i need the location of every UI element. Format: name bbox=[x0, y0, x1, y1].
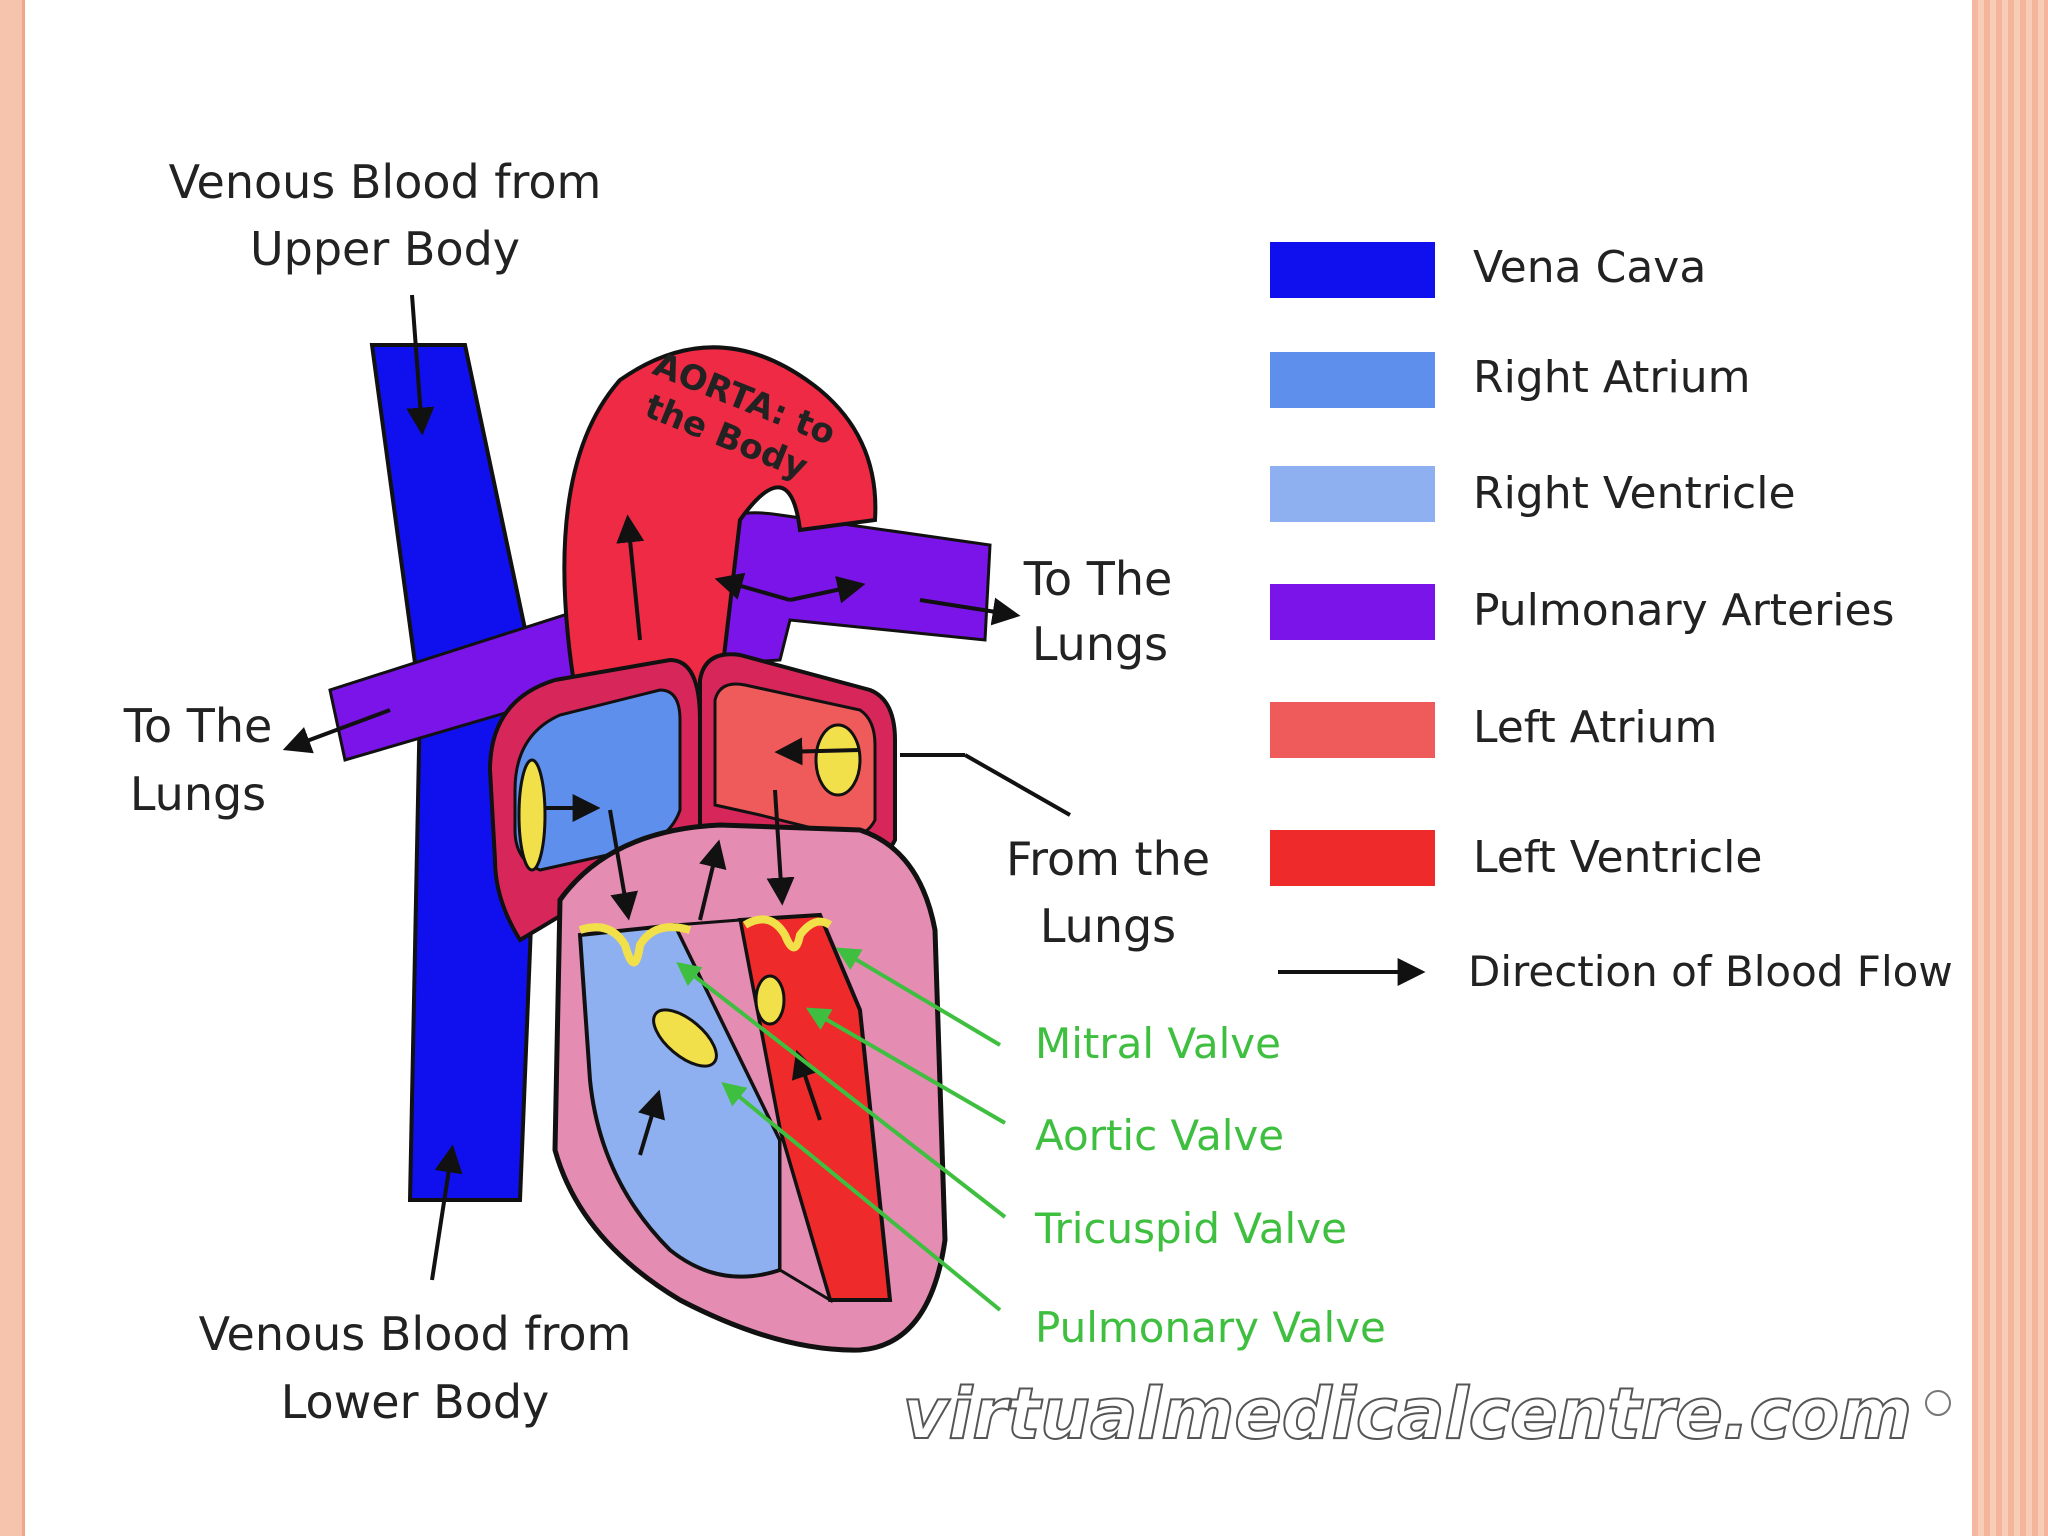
legend-swatch-pulmonary-arteries bbox=[1270, 584, 1435, 640]
valve-label-mitral: Mitral Valve bbox=[1035, 1019, 1281, 1068]
legend-label-pulmonary-arteries: Pulmonary Arteries bbox=[1473, 585, 1894, 636]
slide-border-left bbox=[0, 0, 25, 1536]
tricuspid-valve bbox=[578, 923, 692, 967]
watermark: virtualmedicalcentre.com bbox=[903, 1373, 1912, 1455]
slide-border-right bbox=[1972, 0, 2048, 1536]
valve-pointer-tricuspid bbox=[676, 962, 1007, 1219]
legend-label-flow: Direction of Blood Flow bbox=[1468, 947, 1953, 996]
flow-arrow bbox=[766, 789, 795, 906]
legend-label-left-ventricle: Left Ventricle bbox=[1473, 832, 1762, 883]
valve-pointer-pulmonary bbox=[721, 1081, 1002, 1312]
legend-label-left-atrium: Left Atrium bbox=[1473, 702, 1717, 753]
legend-swatch-right-atrium bbox=[1270, 352, 1435, 408]
aortic-valve-shape bbox=[754, 974, 786, 1026]
flow-arrow bbox=[791, 1049, 822, 1121]
valve-label-aortic: Aortic Valve bbox=[1035, 1111, 1284, 1160]
lower-body-label-line1: Venous Blood from bbox=[199, 1307, 632, 1361]
valve-label-pulmonary: Pulmonary Valve bbox=[1035, 1303, 1386, 1352]
to-lungs-right-line1: To The bbox=[1023, 552, 1173, 606]
legend: Vena Cava Right Atrium Right Ventricle P… bbox=[1270, 242, 1953, 996]
legend-swatch-vena-cava bbox=[1270, 242, 1435, 298]
leader-line bbox=[964, 753, 1071, 817]
right-ventricle bbox=[577, 922, 782, 1279]
septum bbox=[672, 918, 833, 1304]
aorta bbox=[562, 345, 878, 692]
valve-label-tricuspid: Tricuspid Valve bbox=[1034, 1204, 1347, 1253]
flow-arrow bbox=[789, 576, 866, 604]
flow-arrow bbox=[430, 1144, 463, 1281]
flow-arrow bbox=[282, 708, 391, 754]
legend-swatch-right-ventricle bbox=[1270, 466, 1435, 522]
flow-arrow bbox=[406, 294, 435, 436]
legend-label-right-atrium: Right Atrium bbox=[1473, 352, 1751, 403]
pulmonary-valve-shape bbox=[652, 1008, 718, 1068]
to-lungs-left-line2: Lungs bbox=[130, 767, 266, 821]
copyright-icon bbox=[1925, 1390, 1951, 1416]
to-lungs-right-line2: Lungs bbox=[1032, 617, 1168, 671]
legend-swatch-left-atrium bbox=[1270, 702, 1435, 758]
from-lungs-line2: Lungs bbox=[1040, 899, 1176, 953]
legend-label-vena-cava: Vena Cava bbox=[1473, 242, 1706, 293]
flow-arrow bbox=[608, 809, 639, 921]
lower-body-label-line2: Lower Body bbox=[281, 1375, 550, 1429]
valve-pointer-mitral bbox=[835, 947, 1002, 1047]
legend-label-right-ventricle: Right Ventricle bbox=[1473, 468, 1796, 519]
flow-arrow bbox=[774, 737, 861, 766]
atrium-valve-right bbox=[814, 723, 862, 797]
flow-arrow bbox=[698, 839, 727, 921]
to-lungs-left-line1: To The bbox=[123, 699, 273, 753]
flow-arrow bbox=[638, 1089, 665, 1156]
atrium-valve-left bbox=[517, 758, 547, 872]
upper-body-label-line2: Upper Body bbox=[250, 222, 520, 276]
from-lungs-line1: From the bbox=[1006, 832, 1210, 886]
flow-arrow bbox=[714, 572, 791, 602]
legend-swatch-left-ventricle bbox=[1270, 830, 1435, 886]
flow-arrow bbox=[919, 597, 1021, 626]
mitral-valve bbox=[742, 915, 833, 952]
flow-arrow bbox=[616, 514, 645, 641]
upper-body-label-line1: Venous Blood from bbox=[169, 155, 602, 209]
valve-pointer-aortic bbox=[805, 1007, 1007, 1125]
